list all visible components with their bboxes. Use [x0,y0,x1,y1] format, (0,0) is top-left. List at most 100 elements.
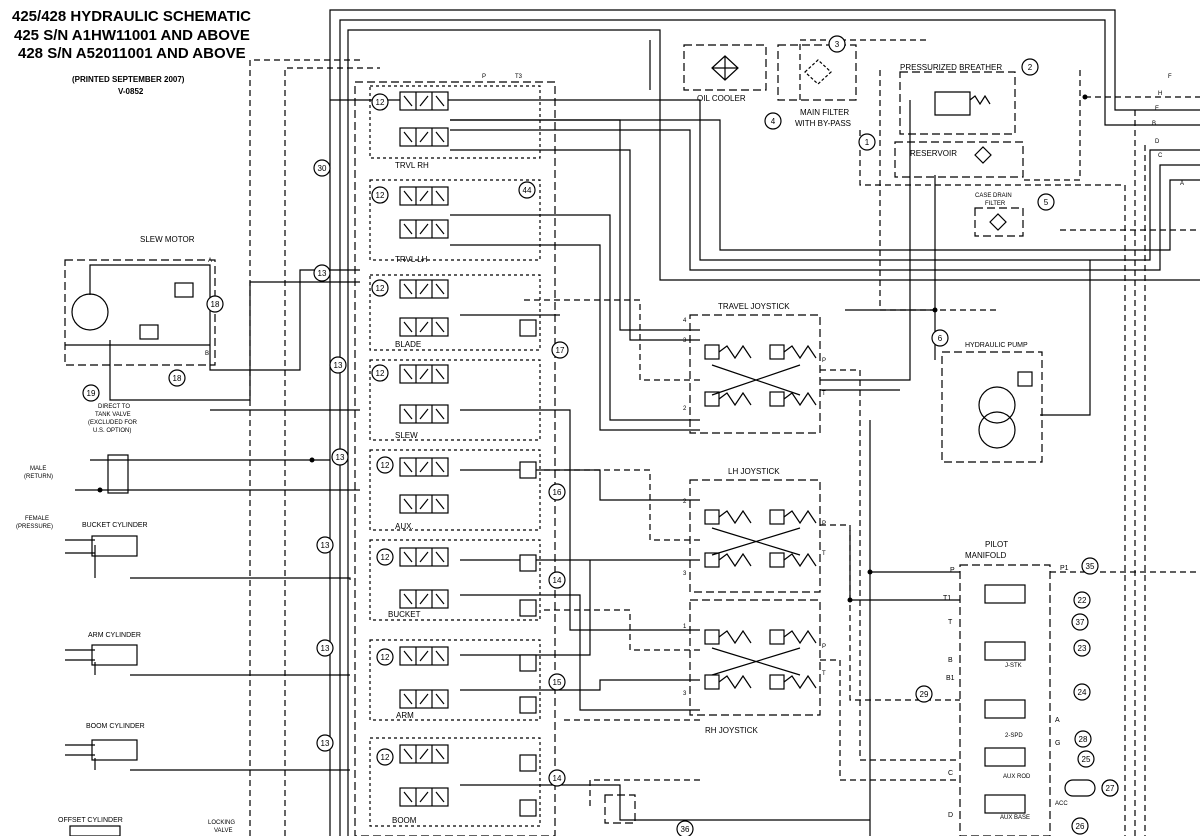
callout-number: 23 [1078,644,1087,653]
tj-port-3: 3 [683,338,687,344]
female-label-1: FEMALE [25,516,49,522]
relief-valve [519,696,537,714]
callout-13 [316,734,334,752]
direct-tank-label-3: (EXCLUDED FOR [88,420,138,426]
callout-bubbles: 1234561212121212121212131313131313141415… [82,35,1119,836]
spool-arrows [403,458,445,476]
tj-port-t: T [822,391,826,397]
component-boxes [64,44,1051,836]
pm-port-t: T [948,619,953,626]
valve-section-frame [369,639,541,721]
callout-13 [316,536,334,554]
section-label-trvl-rh: TRVL RH [395,161,429,170]
direct-tank-label-2: TANK VALVE [95,412,131,418]
callout-number: 37 [1076,618,1085,627]
rh-port-1: 1 [683,624,687,630]
slew-brake-valve [174,282,194,298]
section-label-trvl-lh: TRVL LH [395,255,428,264]
callout-number: 13 [321,541,330,550]
callout-12 [371,364,389,382]
hydraulic-pump-label: HYDRAULIC PUMP [965,342,1028,349]
offset-cylinder-symbol [69,825,121,836]
callout-14 [548,571,566,589]
document-code: V-0852 [118,87,144,96]
tj-port-p: P [822,358,826,364]
callout-number: 14 [553,774,562,783]
callout-number: 12 [376,284,385,293]
valve-section-frame [369,85,541,159]
callout-28 [1074,730,1092,748]
pm-port-d: D [948,812,953,819]
male-label-2: (RETURN) [24,474,53,480]
aux-base-label: AUX BASE [1000,815,1030,821]
callout-13 [329,356,347,374]
callout-number: 29 [920,690,929,699]
valve-section-frame [369,737,541,827]
spool-arrows [403,187,445,205]
callout-23 [1073,639,1091,657]
bucket-cylinder-symbol [91,535,138,557]
jstk-label: J-STK [1005,663,1022,669]
callout-30 [313,159,331,177]
lh-joystick-label: LH JOYSTICK [728,467,780,476]
reservoir-filter-symbol [974,146,992,164]
rh-joystick-label: RH JOYSTICK [705,726,759,735]
breather-symbol [934,91,991,116]
valve-section-frame [369,274,541,351]
main-filter-label-1: MAIN FILTER [800,108,849,117]
callout-12 [376,748,394,766]
callout-12 [376,648,394,666]
callout-12 [371,279,389,297]
edge-port-e: E [1155,106,1159,112]
pm-port-c: C [948,770,953,777]
edge-port-f: F [1168,74,1172,80]
edge-port-c: C [1158,153,1163,159]
callout-number: 13 [321,739,330,748]
callout-16 [548,483,566,501]
breather-label: PRESSURIZED BREATHER [900,63,1002,72]
reservoir-label: RESERVOIR [910,149,957,158]
valve-section-labels: TRVL RH TRVL LH BLADE SLEW AUX. BUCKET A… [388,161,429,825]
spool-arrows [403,365,445,383]
oil-cooler-symbol [711,55,739,81]
reservoir-box [894,141,1024,178]
callout-number: 12 [376,191,385,200]
pm-port-t1: T1 [943,595,951,602]
main-filter-symbol [804,59,832,85]
callout-3 [828,35,846,53]
relief-valve [519,319,537,337]
solenoid-valve [984,794,1026,814]
junction-dots [97,94,1088,603]
edge-port-a: A [1180,181,1184,187]
callout-15 [548,673,566,691]
direct-tank-label-4: U.S. OPTION) [93,428,131,434]
section-label-bucket: BUCKET [388,610,421,619]
callout-number: 17 [556,346,565,355]
main-filter-box [777,44,857,101]
callout-12 [371,186,389,204]
printed-date: (PRINTED SEPTEMBER 2007) [72,75,185,84]
main-filter-label-2: WITH BY-PASS [795,119,851,128]
callout-19 [82,384,100,402]
callout-2 [1021,58,1039,76]
control-valve-box [354,81,556,836]
component-symbols [69,55,1096,836]
valve-section-frame [369,539,541,621]
quick-coupler-valve [107,454,129,494]
callout-number: 22 [1078,596,1087,605]
callout-27 [1101,779,1119,797]
boom-cylinder-label: BOOM CYLINDER [86,723,145,730]
callout-26 [1071,817,1089,835]
section-label-slew: SLEW [395,431,418,440]
spool-arrows [403,647,445,665]
callout-number: 15 [553,678,562,687]
callout-number: 13 [334,361,343,370]
spool-arrows [403,495,445,513]
locking-valve-box [604,794,636,824]
female-label-2: (PRESSURE) [16,524,53,530]
spool-arrows [403,128,445,146]
boom-cylinder-symbol [91,739,138,761]
schematic-title-line-3: 428 S/N A52011001 AND ABOVE [18,45,246,62]
callout-4 [764,112,782,130]
slew-port-b: B [205,351,209,357]
